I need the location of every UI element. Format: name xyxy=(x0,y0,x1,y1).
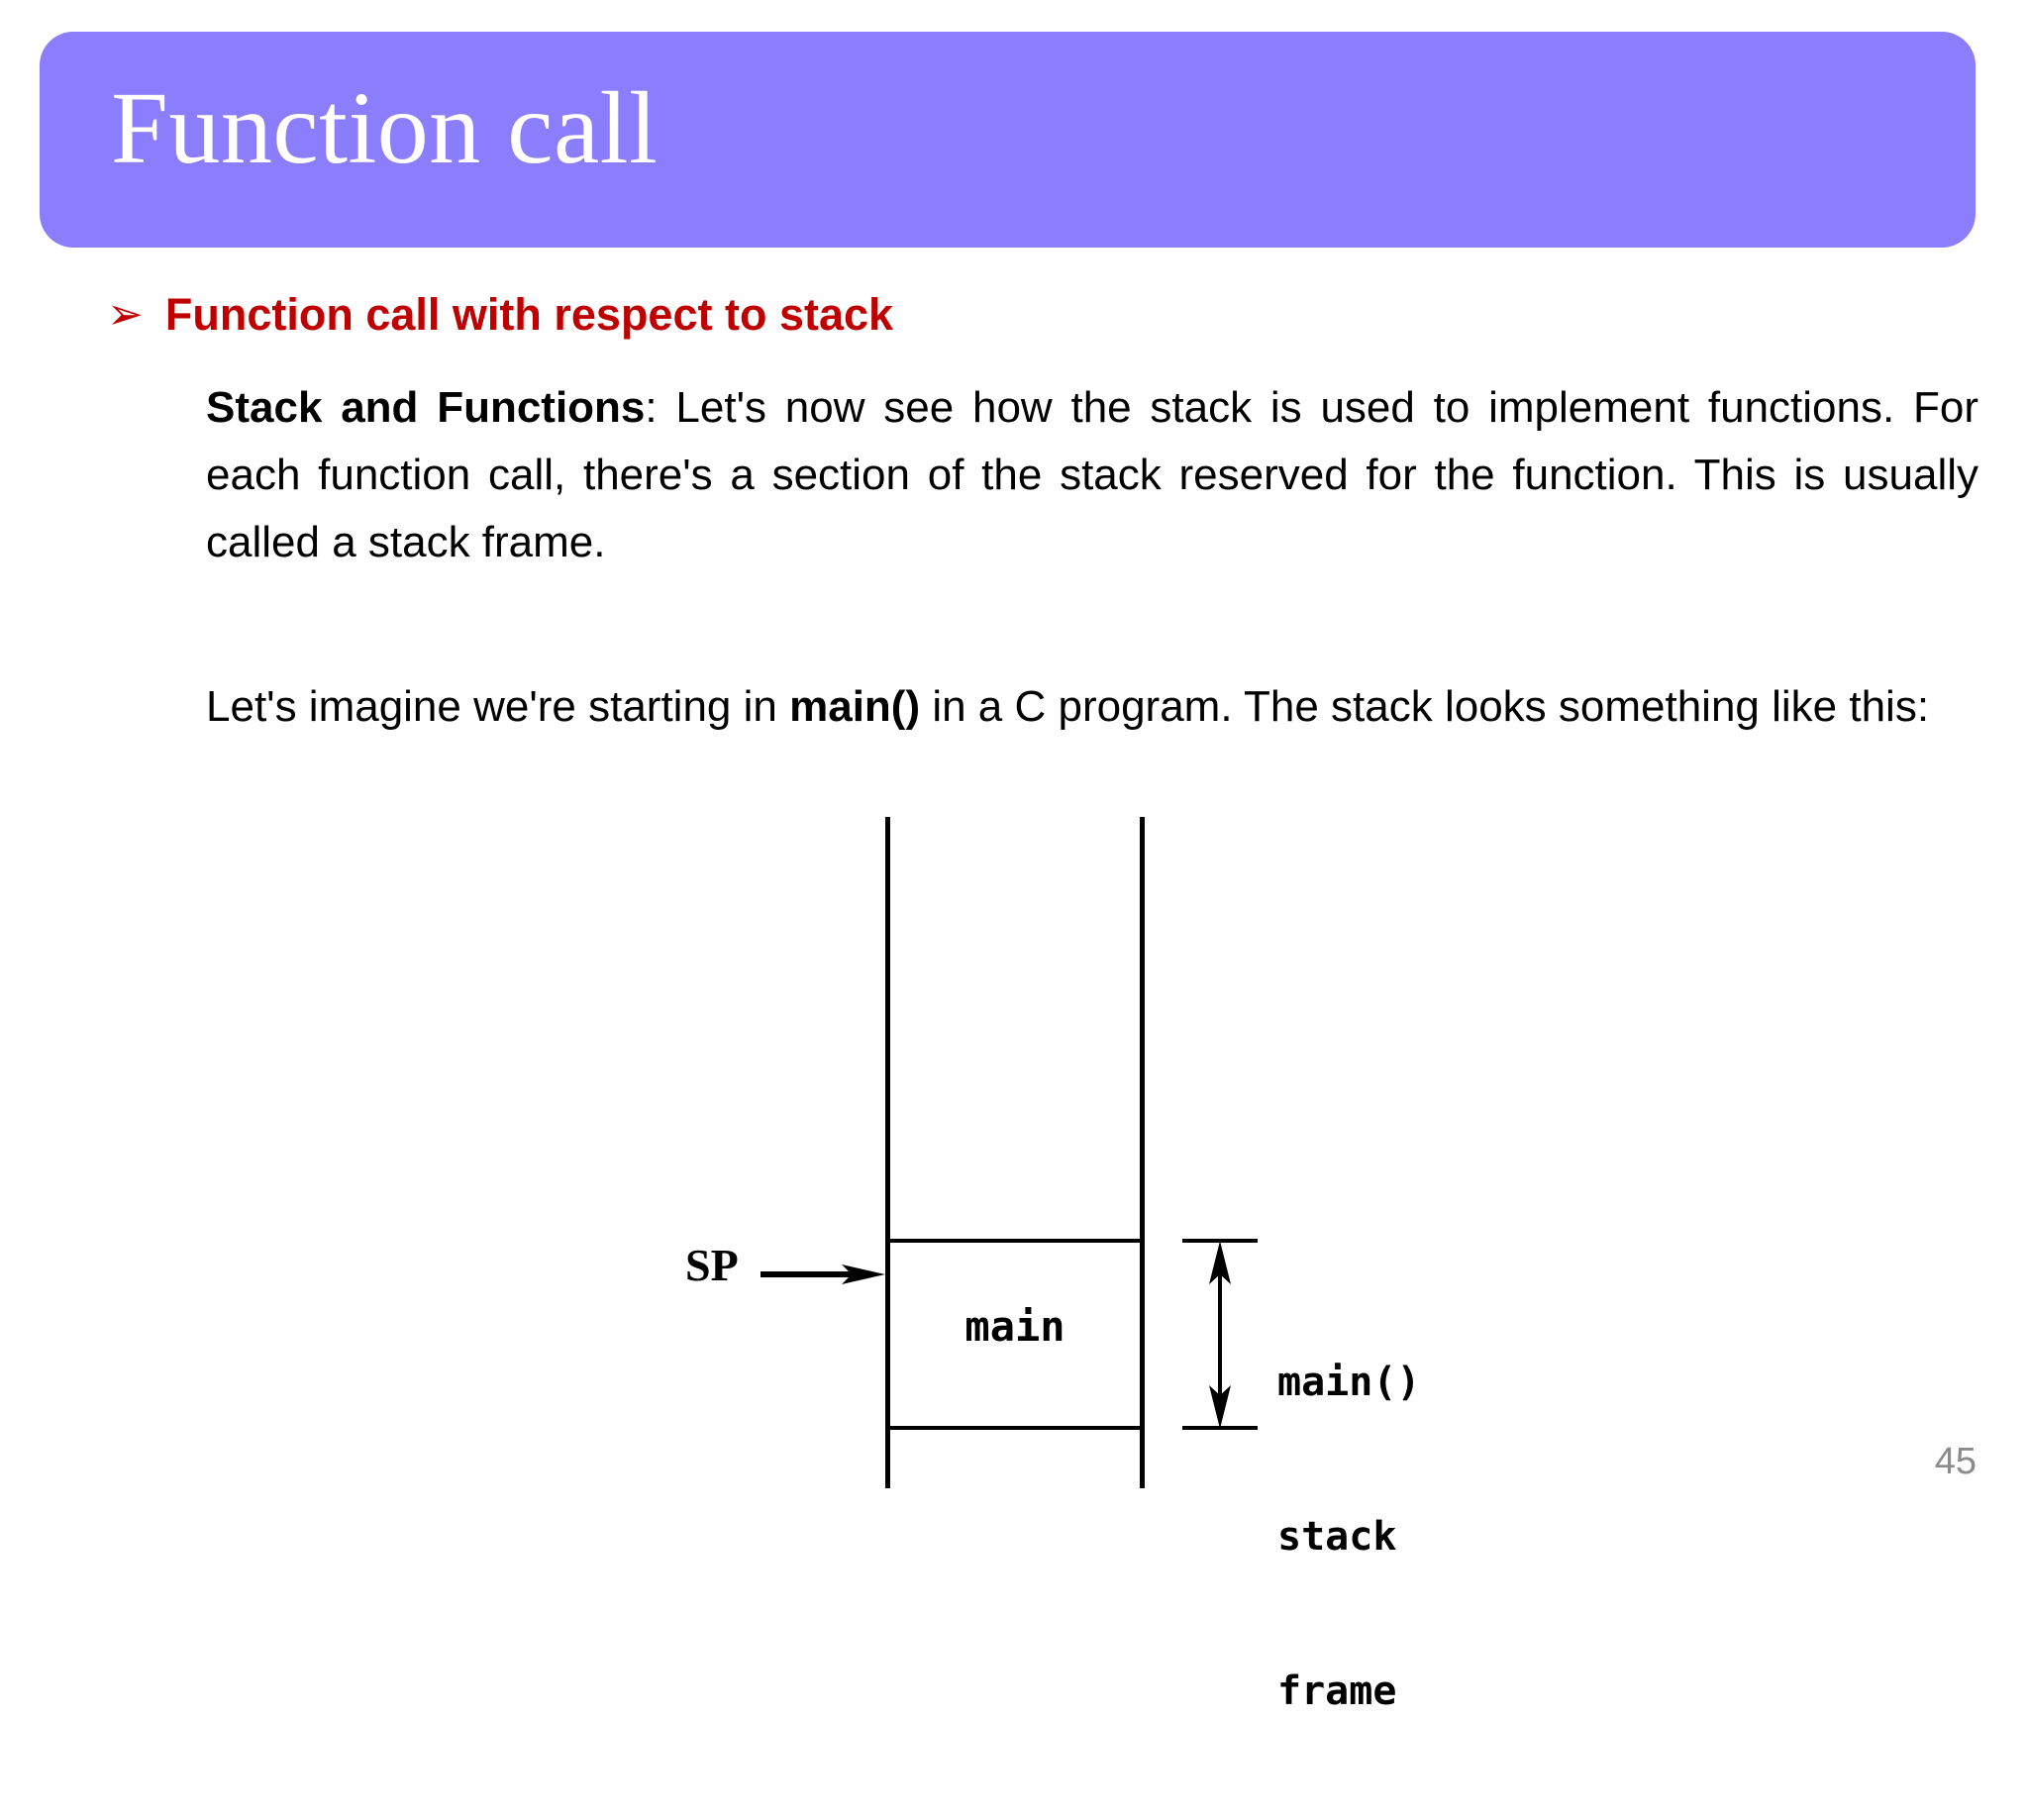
stack-pointer-label: SP xyxy=(685,1240,739,1290)
frame-caption-line-3: frame xyxy=(1277,1668,1397,1714)
section-heading: ➢ Function call with respect to stack xyxy=(107,289,893,341)
section-heading-label: Function call with respect to stack xyxy=(164,289,894,340)
stack-frame-diagram: main SP main() stack frame xyxy=(654,812,1421,1714)
page-title: Function call xyxy=(111,71,659,185)
main-frame-label: main xyxy=(964,1302,1065,1351)
double-headed-vertical-arrow-icon xyxy=(1209,1241,1231,1429)
main-frame-bottom-boundary xyxy=(887,1426,1143,1430)
frame-caption-line-2: stack xyxy=(1277,1514,1397,1560)
arrow-right-icon xyxy=(760,1264,885,1284)
paragraph-body-text: : Let's now see how the stack is used to… xyxy=(206,383,1978,566)
paragraph-main-intro: Let's imagine we're starting in main() i… xyxy=(206,673,1978,741)
paragraph-lead-bold: Stack and Functions xyxy=(206,383,646,432)
stack-right-wall xyxy=(1140,817,1145,1488)
frame-caption-line-1: main() xyxy=(1277,1360,1421,1405)
slide-title-banner: Function call xyxy=(40,32,1976,248)
frame-caption: main() stack frame xyxy=(1277,1254,1421,1820)
page-number: 45 xyxy=(1934,1441,1977,1482)
chevron-right-bullet-icon: ➢ xyxy=(107,289,144,340)
paragraph-text-after-emphasis: in a C program. The stack looks somethin… xyxy=(920,682,1930,731)
stack-left-wall xyxy=(885,817,890,1488)
paragraph-text-before-emphasis: Let's imagine we're starting in xyxy=(206,682,790,731)
paragraph-stack-and-functions: Stack and Functions: Let's now see how t… xyxy=(206,374,1978,576)
inline-code-main: main() xyxy=(789,682,921,731)
main-frame-top-boundary xyxy=(887,1239,1143,1243)
